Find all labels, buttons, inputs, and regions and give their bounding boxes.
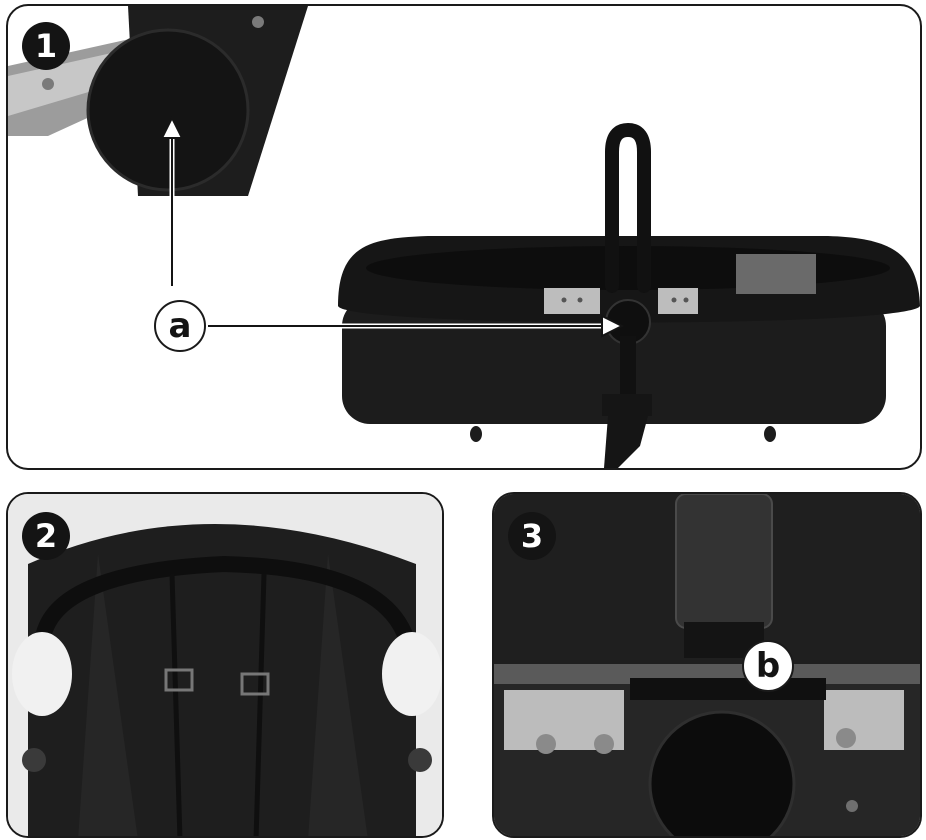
right-bracket [824, 690, 904, 750]
carry-handle [602, 122, 652, 468]
handle-lock-closeup-photo [494, 494, 920, 836]
step-number-badge: 2 [22, 512, 70, 560]
step-1-panel: 1 a [6, 4, 922, 470]
callout-b: b [742, 640, 794, 692]
release-knob [648, 710, 796, 836]
bassinet [338, 236, 920, 442]
step-2-panel: 2 [6, 492, 444, 838]
left-hand [12, 632, 72, 716]
step-number-badge: 1 [22, 22, 70, 70]
step-number-badge: 3 [508, 512, 556, 560]
callout-a: a [154, 300, 206, 352]
leather-handle [676, 494, 772, 628]
handle-bar [34, 555, 416, 652]
right-hand [382, 632, 442, 716]
step-3-panel: 3 b [492, 492, 922, 838]
bassinet-photo [8, 6, 920, 468]
handle-fold-photo [8, 494, 442, 836]
